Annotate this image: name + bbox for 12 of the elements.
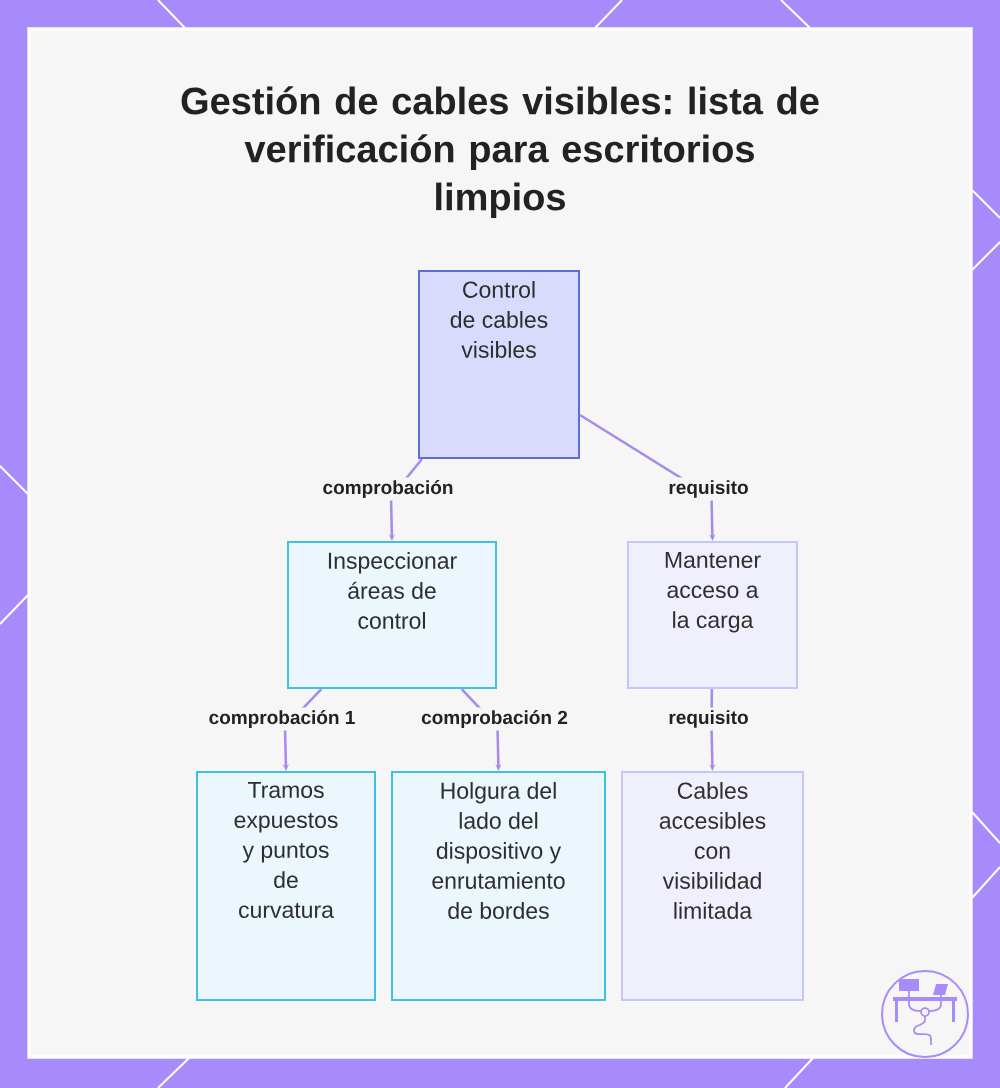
process-box: Inspeccionar áreas de control — [287, 541, 497, 689]
title: Gestión de cables visibles: lista de verificación para escritorios limpios — [181, 86, 819, 218]
process-box: Tramos expuestos y puntos de curvatura — [196, 771, 376, 1001]
edge-label: requisito — [665, 477, 752, 501]
edge-label: comprobación 2 — [418, 707, 571, 731]
edge-label: requisito — [665, 707, 752, 731]
process-box: Control de cables visibles — [418, 270, 580, 459]
edge-label: comprobación — [319, 477, 457, 501]
process-box: Holgura del lado del dispositivo y enrutamiento de bordes — [391, 771, 606, 1001]
process-box: Mantener acceso a la carga — [627, 541, 798, 689]
edge-label: comprobación 1 — [205, 707, 359, 731]
process-box: Cables accesibles con visibilidad limitada — [621, 771, 804, 1001]
